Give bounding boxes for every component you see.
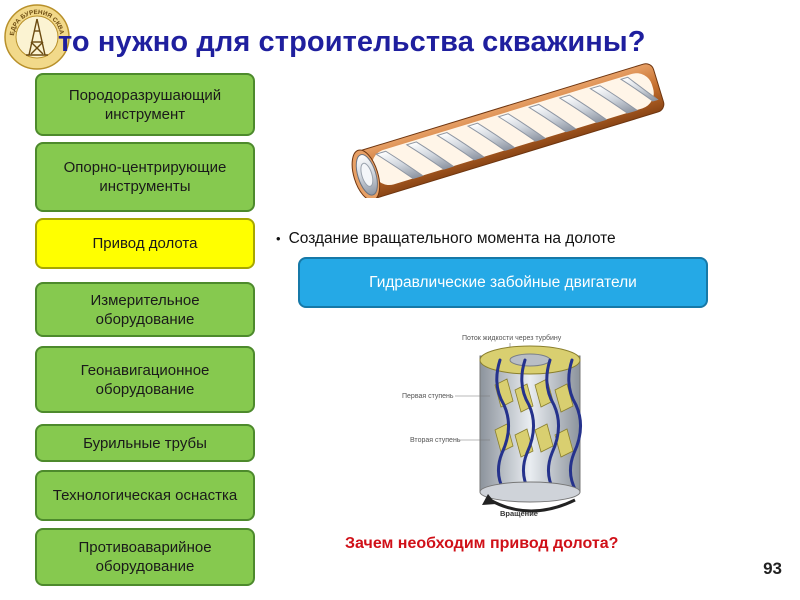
helical-rotor (375, 76, 659, 180)
page-title: то нужно для строительства скважины? (58, 26, 646, 58)
bullet-marker: • (276, 231, 281, 246)
flow-label: Поток жидкости через турбину (462, 334, 562, 342)
stage2-label: Вторая ступень (410, 437, 461, 444)
university-logo-icon: КАФЕДРА БУРЕНИЯ СКВАЖИН (2, 2, 70, 70)
menu-item-label: Породоразрушающий инструмент (68, 86, 222, 123)
menu-item-label: Противоаварийное оборудование (78, 539, 212, 575)
menu-item-technological-equipment[interactable]: Технологическая оснастка (35, 470, 255, 521)
menu-item-emergency-equipment[interactable]: Противоаварийное оборудование (35, 528, 255, 586)
menu-item-drill-pipes[interactable]: Бурильные трубы (35, 424, 255, 462)
menu-item-label: Опорно-центрирующие инструменты (63, 159, 227, 195)
menu-item-label: Технологическая оснастка (52, 487, 238, 504)
turbine-diagram: Поток жидкости через турбину Первая ступ… (402, 334, 582, 518)
menu-item-label: Измерительное оборудование (90, 291, 200, 328)
menu-item-label: Геонавигационное оборудование (80, 361, 210, 398)
menu-item-bit-drive[interactable]: Привод долота (35, 218, 255, 269)
rotation-arrow-icon (489, 498, 576, 513)
derrick-icon (26, 18, 48, 56)
menu-item-label: Привод долота (92, 235, 198, 252)
bullet-label: Создание вращательного момента на долоте (288, 230, 616, 247)
menu-item-geonavigation-equipment[interactable]: Геонавигационное оборудование (35, 346, 255, 413)
question-text: Зачем необходим привод долота? (345, 535, 619, 552)
menu-item-rock-cutting-tool[interactable]: Породоразрушающий инструмент (35, 73, 255, 136)
motor-section-illustration (351, 63, 665, 198)
rotation-label: Вращение (500, 509, 538, 518)
menu-item-label: Бурильные трубы (83, 434, 207, 452)
stage1-label: Первая ступень (402, 393, 454, 400)
hydraulic-motors-label: Гидравлические забойные двигатели (369, 273, 637, 291)
hydraulic-motors-button[interactable]: Гидравлические забойные двигатели (298, 257, 708, 308)
page-number: 93 (763, 559, 782, 578)
menu-item-centering-tools[interactable]: Опорно-центрирующие инструменты (35, 142, 255, 212)
bullet-text: • Создание вращательного момента на долот… (276, 230, 616, 248)
menu-item-measuring-equipment[interactable]: Измерительное оборудование (35, 282, 255, 337)
